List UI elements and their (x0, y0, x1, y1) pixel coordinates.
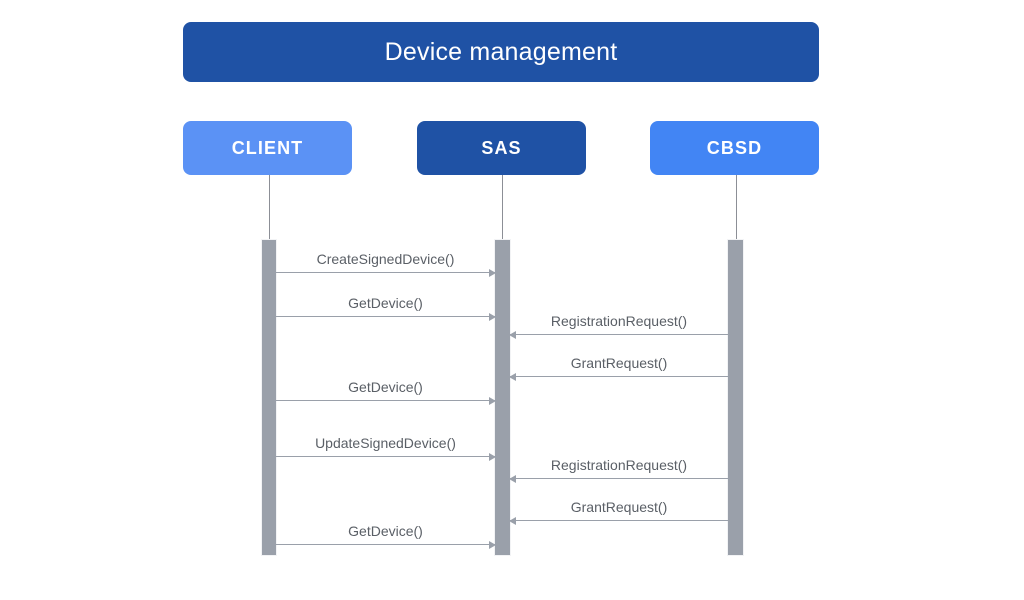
participant-label: CLIENT (231, 138, 304, 158)
arrow-head-icon (489, 540, 496, 549)
arrow-head-icon (509, 474, 516, 483)
message-label: GetDevice() (348, 295, 423, 312)
message-client-to-sas[interactable]: GetDevice() (276, 379, 496, 405)
lifeline-cbsd (736, 175, 737, 240)
message-label: CreateSignedDevice() (316, 251, 455, 268)
arrow-head-icon (509, 330, 516, 339)
arrow-head-icon (509, 372, 516, 381)
message-label: RegistrationRequest() (550, 313, 688, 330)
message-client-to-sas[interactable]: UpdateSignedDevice() (276, 435, 496, 461)
message-label: GetDevice() (348, 523, 423, 540)
participant-client[interactable]: CLIENT (183, 121, 352, 175)
message-cbsd-to-sas[interactable]: GrantRequest() (509, 355, 728, 381)
message-label: UpdateSignedDevice() (315, 435, 456, 452)
participant-label: CBSD (706, 138, 763, 158)
message-cbsd-to-sas[interactable]: RegistrationRequest() (509, 457, 728, 483)
message-cbsd-to-sas[interactable]: GrantRequest() (509, 499, 728, 525)
message-label: RegistrationRequest() (550, 457, 688, 474)
message-label: GrantRequest() (570, 355, 668, 372)
lifeline-sas (502, 175, 503, 240)
message-client-to-sas[interactable]: CreateSignedDevice() (276, 251, 496, 277)
participant-cbsd[interactable]: CBSD (650, 121, 819, 175)
message-label: GetDevice() (348, 379, 423, 396)
arrow-head-icon (489, 268, 496, 277)
activation-bar-sas (495, 240, 510, 555)
activation-bar-cbsd (728, 240, 743, 555)
activation-bar-client (262, 240, 276, 555)
arrow-head-icon (489, 396, 496, 405)
message-cbsd-to-sas[interactable]: RegistrationRequest() (509, 313, 728, 339)
arrow-head-icon (489, 312, 496, 321)
arrow-head-icon (489, 452, 496, 461)
message-client-to-sas[interactable]: GetDevice() (276, 523, 496, 549)
diagram-title-banner: Device management (183, 22, 819, 82)
page-title: Device management (384, 37, 618, 66)
arrow-head-icon (509, 516, 516, 525)
lifeline-client (269, 175, 270, 240)
participant-label: SAS (481, 138, 522, 158)
message-client-to-sas[interactable]: GetDevice() (276, 295, 496, 321)
message-label: GrantRequest() (570, 499, 668, 516)
participant-sas[interactable]: SAS (417, 121, 586, 175)
